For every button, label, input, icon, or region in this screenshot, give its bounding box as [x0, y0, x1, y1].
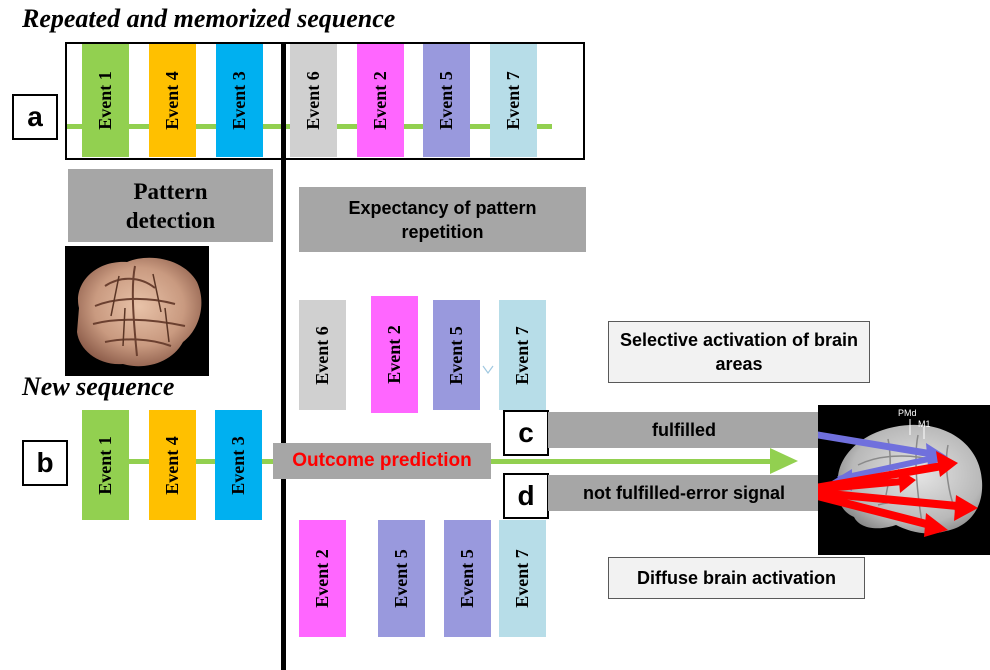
event-box: Event 6 [299, 300, 346, 410]
arrow-right-icon [770, 448, 798, 474]
cerebellum-image [65, 246, 209, 376]
event-box: Event 2 [357, 44, 404, 157]
event-box: Event 2 [299, 520, 346, 637]
event-box: Event 5 [423, 44, 470, 157]
diffuse-activation-box: Diffuse brain activation [608, 557, 865, 599]
event-box: Event 5 [444, 520, 491, 637]
outcome-arrow-line [277, 459, 777, 464]
cerebellum-illustration [77, 257, 202, 367]
event-box: Event 7 [499, 520, 546, 637]
label-a: a [12, 94, 58, 140]
chevron-down-icon [482, 365, 494, 375]
event-box: Event 3 [216, 44, 263, 157]
event-box: Event 6 [290, 44, 337, 157]
expectancy-box: Expectancy of pattern repetition [299, 187, 586, 252]
repeated-sequence-title: Repeated and memorized sequence [22, 4, 396, 33]
event-box: Event 1 [82, 44, 129, 157]
fulfilled-box: fulfilled [548, 412, 820, 448]
outcome-prediction-box: Outcome prediction [273, 443, 491, 479]
label-c: c [503, 410, 549, 456]
event-box: Event 7 [499, 300, 546, 410]
selective-activation-box: Selective activation of brain areas [608, 321, 870, 383]
event-box: Event 4 [149, 410, 196, 520]
label-d: d [503, 473, 549, 519]
brain-image: PMd M1 [757, 405, 990, 555]
event-box: Event 7 [490, 44, 537, 157]
brain-illustration [757, 419, 983, 537]
event-box: Event 2 [371, 296, 418, 413]
sequence-a-frame [65, 42, 585, 160]
vertical-divider [281, 42, 286, 670]
pattern-detection-box: Pattern detection [68, 169, 273, 242]
event-box: Event 5 [378, 520, 425, 637]
event-box: Event 3 [215, 410, 262, 520]
event-box: Event 1 [82, 410, 129, 520]
event-box: Event 4 [149, 44, 196, 157]
pmd-label: PMd [898, 408, 917, 418]
label-b: b [22, 440, 68, 486]
new-sequence-title: New sequence [22, 372, 175, 401]
event-box: Event 5 [433, 300, 480, 410]
m1-label: M1 [918, 419, 931, 429]
not-fulfilled-box: not fulfilled-error signal [548, 475, 820, 511]
